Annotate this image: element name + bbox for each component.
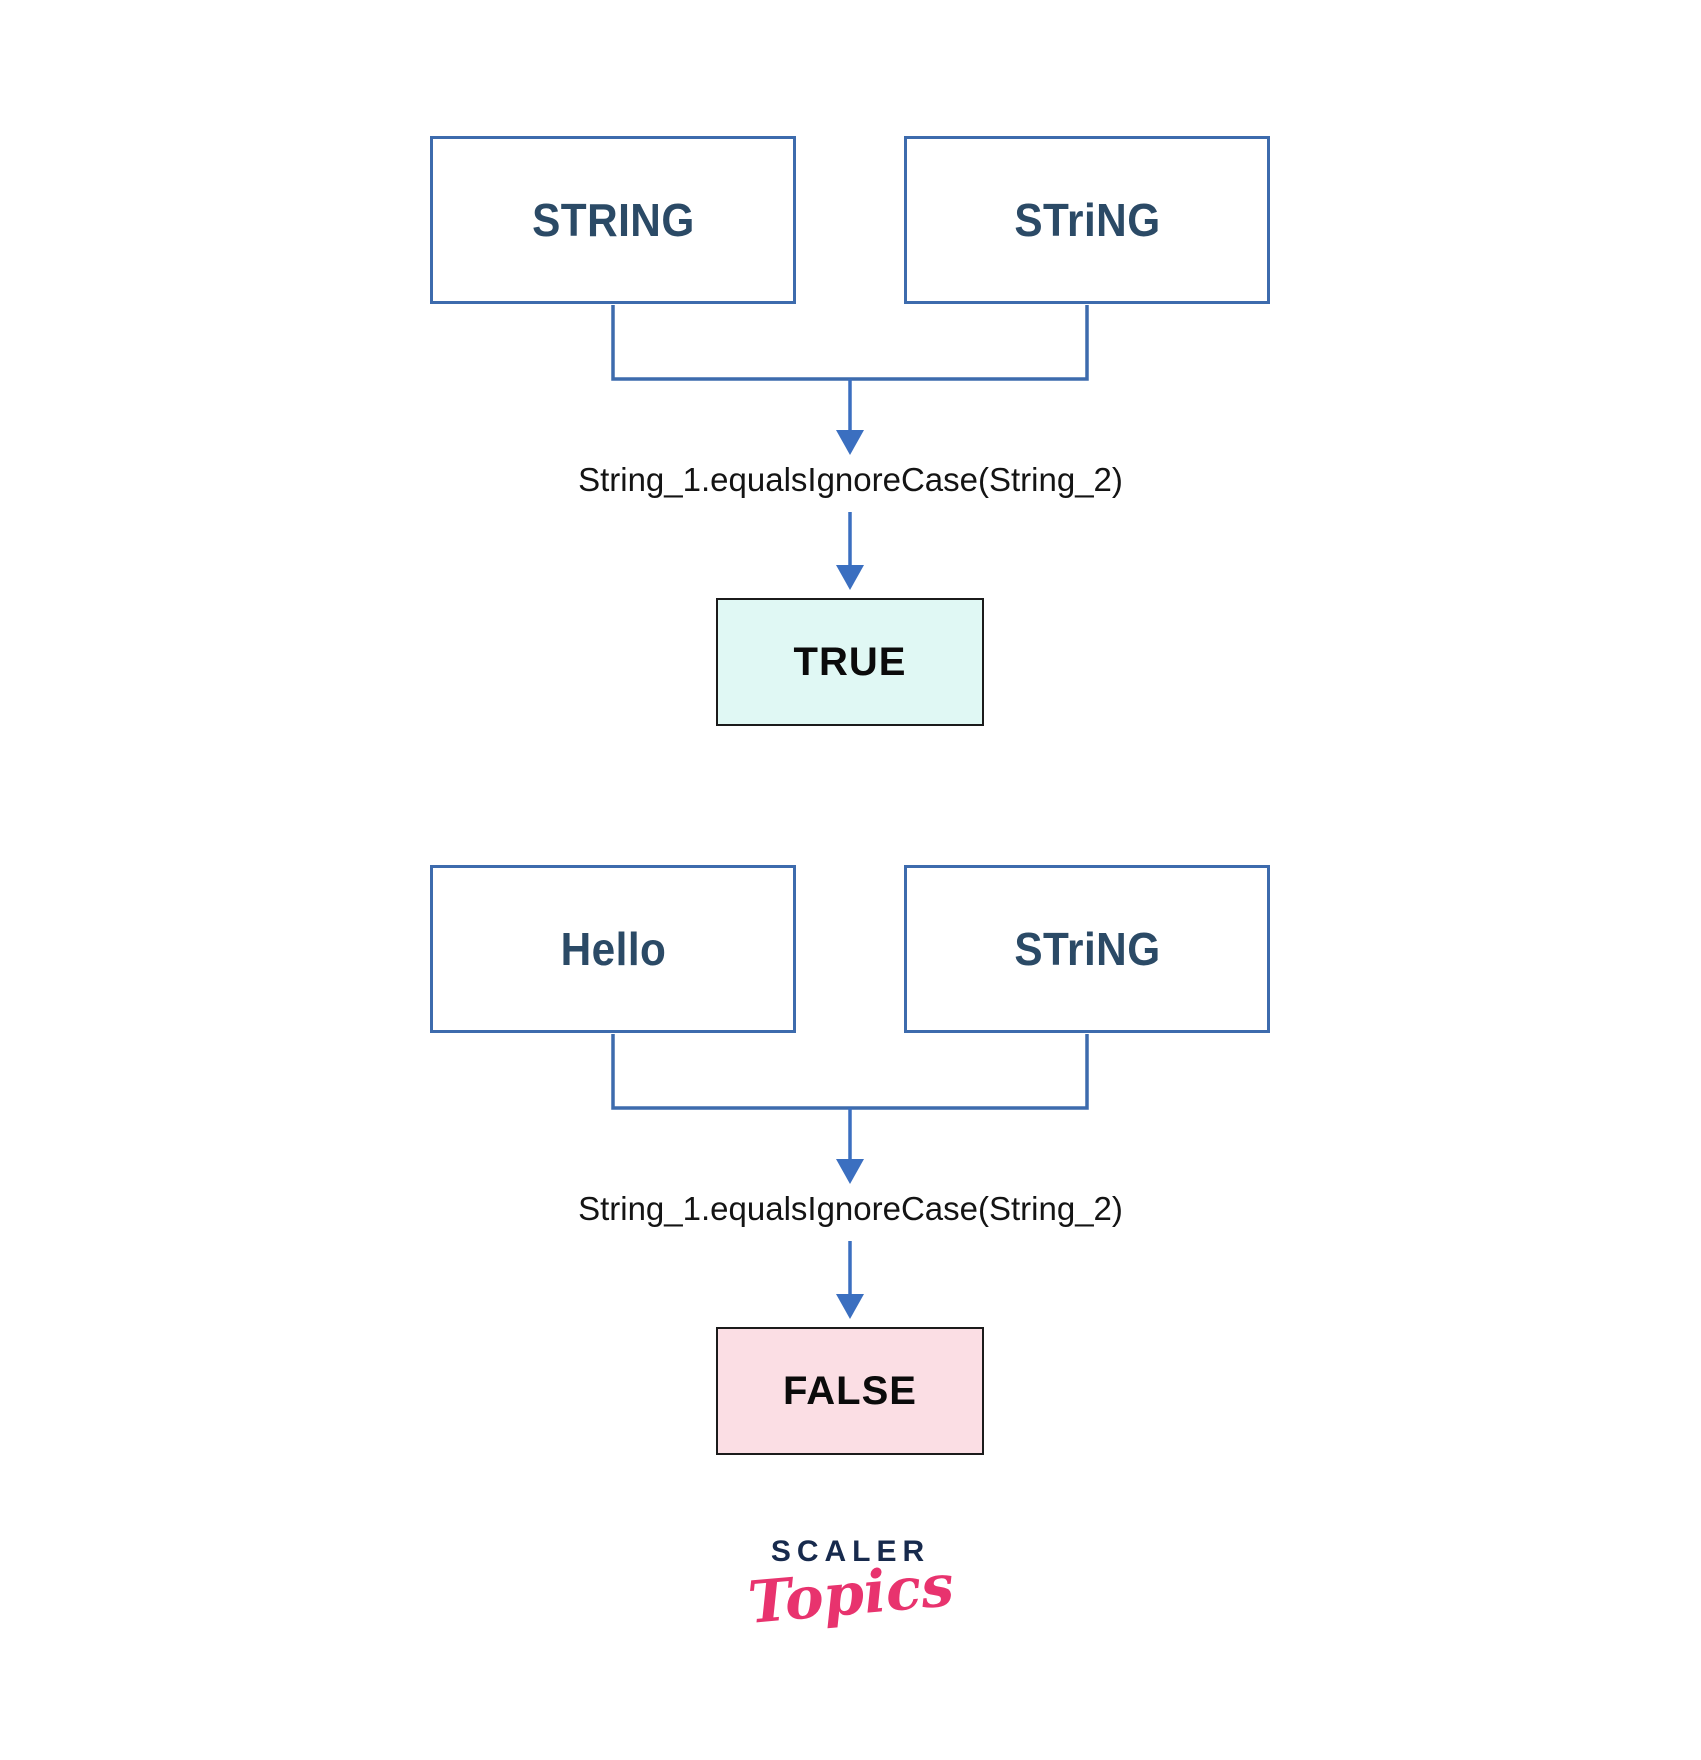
group2-string2-label: STriNG — [1013, 923, 1161, 975]
group1-arrow1-head-icon — [836, 430, 864, 455]
group2-method-call-label: String_1.equalsIgnoreCase(String_2) — [578, 1190, 1123, 1227]
logo-sub-text: Topics — [745, 1551, 956, 1637]
group2-string1-box: Hello — [430, 865, 796, 1033]
group2-result-label: FALSE — [783, 1368, 917, 1413]
group1-string2-box: STriNG — [904, 136, 1270, 304]
group1-string1-box: STRING — [430, 136, 796, 304]
group2-result-box: FALSE — [716, 1327, 984, 1455]
scaler-topics-logo: SCALER Topics — [0, 1535, 1701, 1637]
group2-arrow2-head-icon — [836, 1294, 864, 1319]
group1-result-label: TRUE — [793, 639, 907, 684]
group2-string2-box: STriNG — [904, 865, 1270, 1033]
group1-bracket-connector — [611, 305, 1089, 381]
group1-method-call-label: String_1.equalsIgnoreCase(String_2) — [578, 461, 1123, 498]
group1-arrow2-head-icon — [836, 565, 864, 590]
group2-arrow1-head-icon — [836, 1159, 864, 1184]
logo-brand-text: SCALER — [770, 1535, 931, 1568]
group1-result-box: TRUE — [716, 598, 984, 726]
group2-bracket-connector — [611, 1034, 1089, 1110]
group1-string2-label: STriNG — [1013, 194, 1161, 246]
group2-string1-label: Hello — [560, 923, 666, 975]
group1-string1-label: STRING — [531, 194, 695, 246]
